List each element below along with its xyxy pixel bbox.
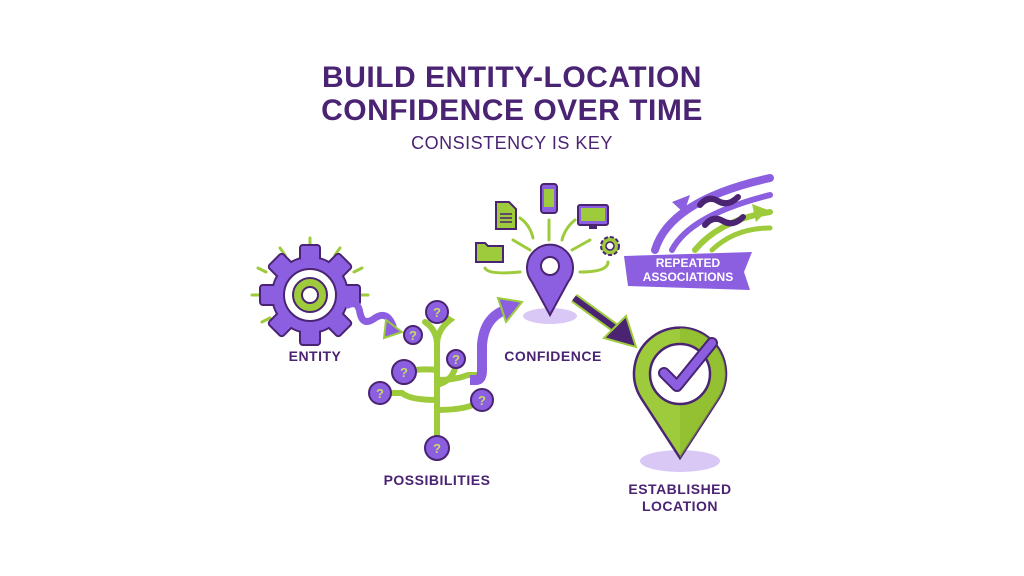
- entity-gear-icon: [250, 236, 370, 346]
- question-nodes: ? ? ? ? ? ? ?: [368, 300, 494, 461]
- repeated-associations-banner: REPEATED ASSOCIATIONS: [624, 252, 752, 290]
- chain-arrows-icon: [651, 174, 774, 254]
- svg-text:ASSOCIATIONS: ASSOCIATIONS: [643, 270, 733, 284]
- subtitle: CONSISTENCY IS KEY: [411, 133, 613, 153]
- svg-text:?: ?: [433, 305, 441, 320]
- wavy-arrowhead-icon: [382, 318, 405, 340]
- confidence-pin-icon: [526, 243, 574, 318]
- title-line-1: BUILD ENTITY-LOCATION: [322, 61, 702, 94]
- svg-text:?: ?: [400, 365, 408, 380]
- curved-arrowhead-icon: [496, 296, 524, 325]
- title-line-2: CONFIDENCE OVER TIME: [321, 94, 703, 127]
- svg-text:?: ?: [409, 328, 417, 343]
- established-pin-shadow: [640, 450, 720, 472]
- label-established: ESTABLISHED: [628, 481, 731, 497]
- monitor-icon: [577, 204, 609, 229]
- svg-text:REPEATED: REPEATED: [656, 256, 721, 270]
- folder-icon: [475, 242, 504, 263]
- phone-icon: [540, 183, 558, 214]
- curved-arrow-icon: [470, 305, 508, 385]
- arrow-to-established-icon: [571, 293, 638, 349]
- wavy-arrow-icon: [344, 300, 397, 330]
- document-icon: [495, 201, 517, 230]
- label-location: LOCATION: [642, 498, 718, 514]
- svg-text:?: ?: [452, 352, 460, 367]
- label-entity: ENTITY: [289, 348, 342, 364]
- small-gear-icon: [600, 236, 620, 256]
- svg-text:?: ?: [376, 386, 384, 401]
- label-possibilities: POSSIBILITIES: [384, 472, 491, 488]
- svg-text:?: ?: [433, 441, 441, 456]
- label-confidence: CONFIDENCE: [504, 348, 602, 364]
- input-arrows: [483, 216, 610, 275]
- svg-text:?: ?: [478, 393, 486, 408]
